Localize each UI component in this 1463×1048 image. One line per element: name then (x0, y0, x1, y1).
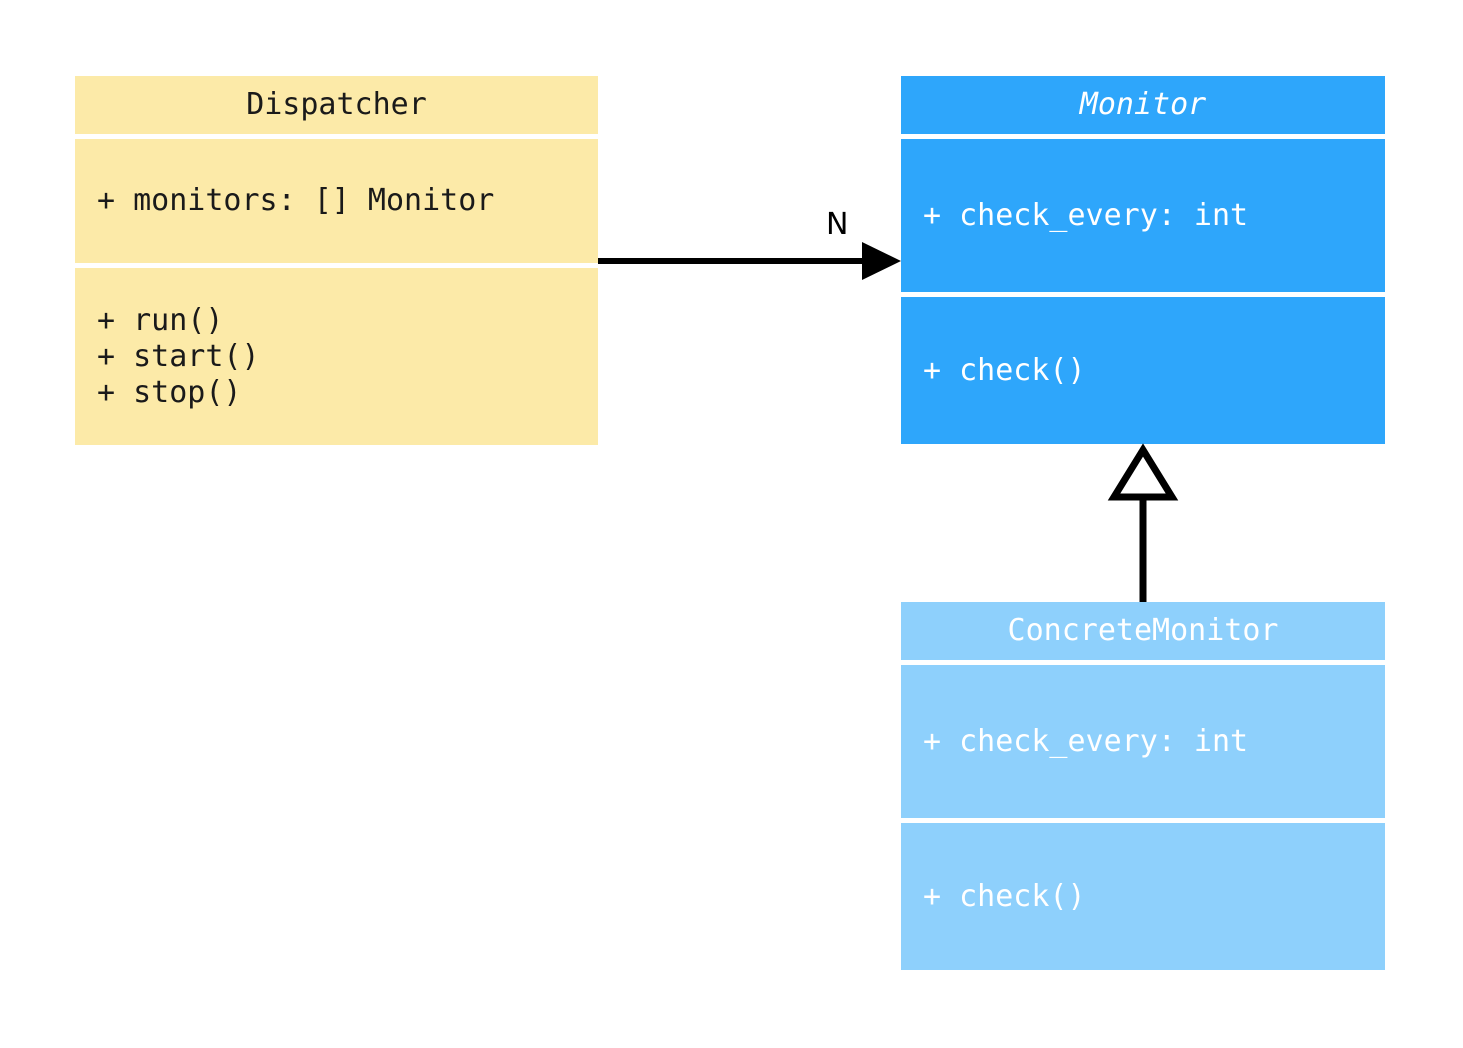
class-operations-dispatcher: + run() + start() + stop() (75, 268, 598, 445)
uml-class-monitor[interactable]: Monitor + check_every: int + check() (901, 76, 1385, 444)
association-multiplicity-label: N (826, 207, 849, 242)
class-section-divider (901, 134, 1385, 139)
uml-class-concretemonitor[interactable]: ConcreteMonitor + check_every: int + che… (901, 602, 1385, 970)
uml-class-dispatcher[interactable]: Dispatcher + monitors: [] Monitor + run(… (75, 76, 598, 445)
operation-row: + check() (923, 352, 1086, 388)
operation-row: + check() (923, 878, 1086, 914)
filled-arrowhead-icon (862, 242, 901, 280)
class-section-divider (75, 263, 598, 268)
hollow-triangle-arrowhead-icon (1107, 443, 1179, 501)
attribute-row: + check_every: int (923, 197, 1249, 233)
class-title-concretemonitor: ConcreteMonitor (1007, 613, 1279, 648)
operation-row: + start() (97, 338, 260, 374)
class-attributes-concretemonitor: + check_every: int (901, 665, 1385, 818)
class-section-divider (901, 660, 1385, 665)
class-section-divider (901, 292, 1385, 297)
class-title-dispatcher: Dispatcher (246, 87, 427, 122)
operation-row: + run() (97, 302, 224, 338)
generalization-edge-concretemonitor-monitor[interactable] (1107, 443, 1179, 602)
class-operations-monitor: + check() (901, 297, 1385, 444)
attribute-row: + monitors: [] Monitor (97, 183, 495, 218)
class-section-divider (901, 818, 1385, 823)
class-attributes-monitor: + check_every: int (901, 139, 1385, 292)
class-section-divider (75, 134, 598, 139)
attribute-row: + check_every: int (923, 723, 1249, 759)
association-edge-dispatcher-monitor[interactable] (598, 242, 901, 280)
class-title-monitor: Monitor (1079, 87, 1207, 122)
operation-row: + stop() (97, 374, 242, 410)
class-operations-concretemonitor: + check() (901, 823, 1385, 970)
class-attributes-dispatcher: + monitors: [] Monitor (75, 139, 598, 263)
